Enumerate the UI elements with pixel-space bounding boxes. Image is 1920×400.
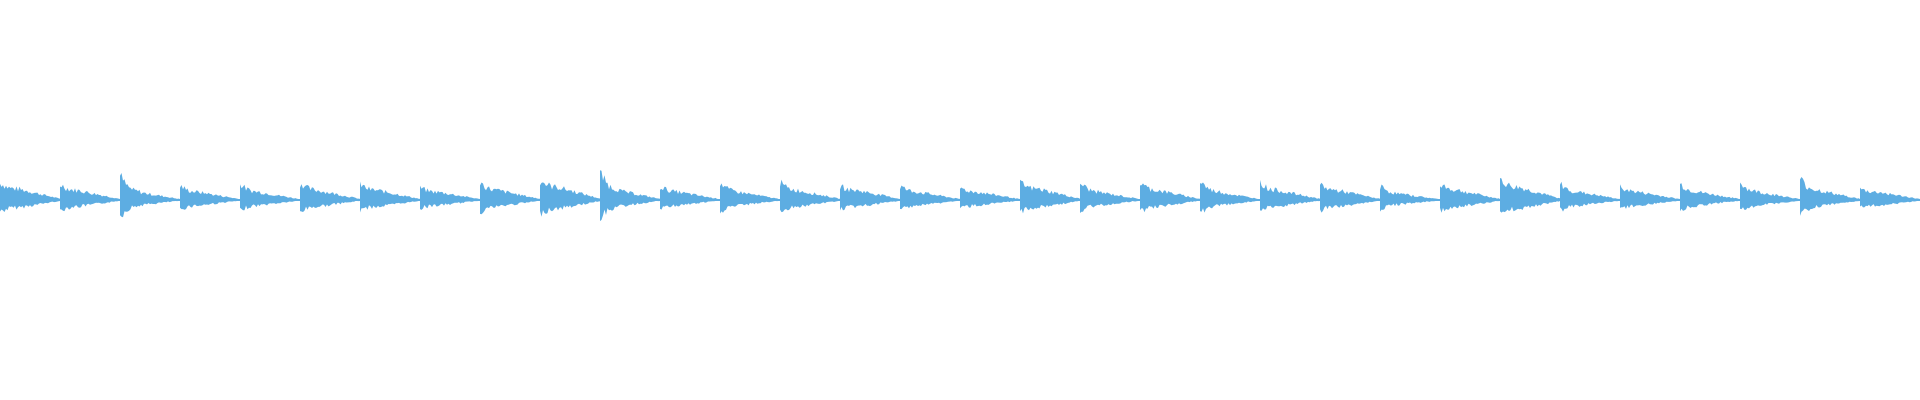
waveform-segment — [1320, 182, 1380, 213]
waveform-segment — [480, 182, 540, 215]
waveform-segment — [300, 184, 360, 212]
waveform-segment — [1620, 184, 1680, 209]
waveform-segment — [1380, 184, 1440, 212]
waveform-segment — [1500, 178, 1560, 213]
waveform-segment — [1200, 182, 1260, 213]
waveform-segment — [1080, 183, 1140, 213]
waveform-segment — [780, 179, 840, 213]
waveform-segment — [960, 187, 1020, 209]
waveform-segment — [120, 173, 180, 218]
waveform-segment — [900, 185, 960, 210]
waveform-segment — [0, 183, 60, 212]
waveform-segment — [600, 170, 660, 222]
waveform-segment — [420, 185, 480, 210]
waveform-segment — [1740, 182, 1800, 210]
waveform-segment — [1800, 177, 1860, 216]
waveform-segment — [240, 184, 300, 211]
waveform-segment — [1680, 183, 1740, 212]
waveform-segment — [1140, 183, 1200, 213]
waveform-segment — [60, 184, 120, 212]
waveform-segment — [1020, 179, 1080, 214]
waveform-segment — [720, 183, 780, 214]
waveform-segment — [1860, 187, 1920, 208]
waveform-segment — [1440, 184, 1500, 213]
waveform-segment — [1560, 181, 1620, 212]
waveform-segment — [180, 185, 240, 210]
waveform-segment — [540, 182, 600, 217]
waveform-segment — [360, 181, 420, 213]
waveform-segment — [840, 184, 900, 211]
waveform-segment — [1260, 179, 1320, 211]
waveform-segment — [660, 186, 720, 210]
